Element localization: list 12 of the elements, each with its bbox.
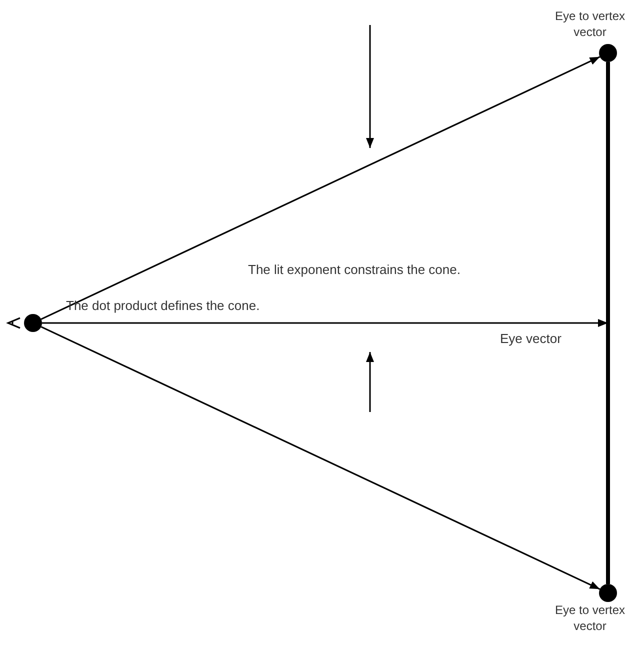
vertex-dot [24,314,42,332]
arrow [42,319,608,327]
vertex-dot [599,44,617,62]
note-text: The lit exponent constrains the cone. [248,262,460,278]
edge-label: Eye vector [498,331,564,347]
arrow [40,56,600,320]
connector-line [606,62,610,584]
note-text: The dot product defines the cone. [66,298,260,314]
arrow [40,326,600,590]
vertex-dot [599,584,617,602]
vector-label: Eye to vertex vector [554,602,626,634]
vector-label: Eye to vertex vector [554,8,626,40]
